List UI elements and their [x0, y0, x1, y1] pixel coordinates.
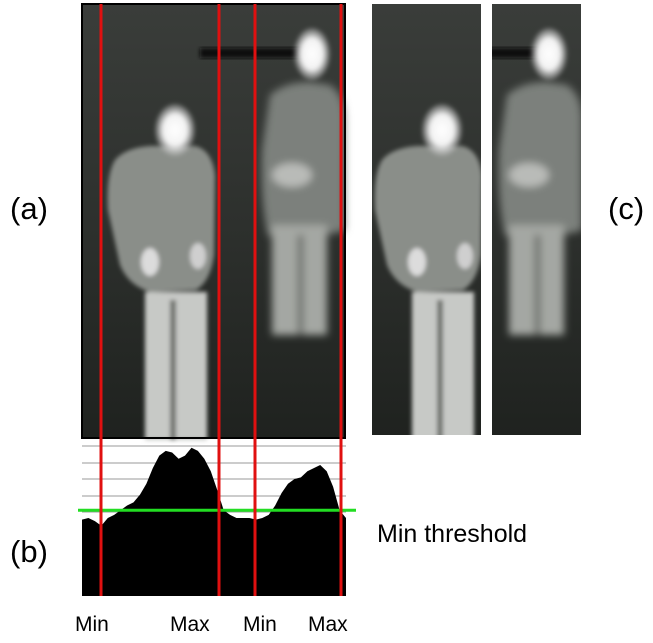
histogram-profile [82, 447, 346, 596]
crop-right [492, 4, 581, 435]
person-right-silhouette [261, 82, 345, 335]
axis-label-min-2: Min [243, 613, 277, 636]
person-right-head [294, 28, 330, 80]
threshold-label: Min threshold [377, 520, 528, 548]
axis-label-max-2: Max [308, 613, 348, 636]
panel-label-b: (b) [10, 534, 48, 569]
person-left-head [155, 104, 195, 156]
axis-label-max-1: Max [170, 613, 210, 636]
boundary-lines [99, 4, 343, 596]
panel-label-c: (c) [608, 191, 645, 226]
axis-label-min-1: Min [75, 613, 109, 636]
crop-left [372, 4, 481, 435]
person-left-silhouette [107, 146, 215, 440]
histogram-panel [78, 445, 356, 596]
panel-label-a: (a) [10, 191, 48, 226]
thermal-image-a [81, 3, 346, 440]
